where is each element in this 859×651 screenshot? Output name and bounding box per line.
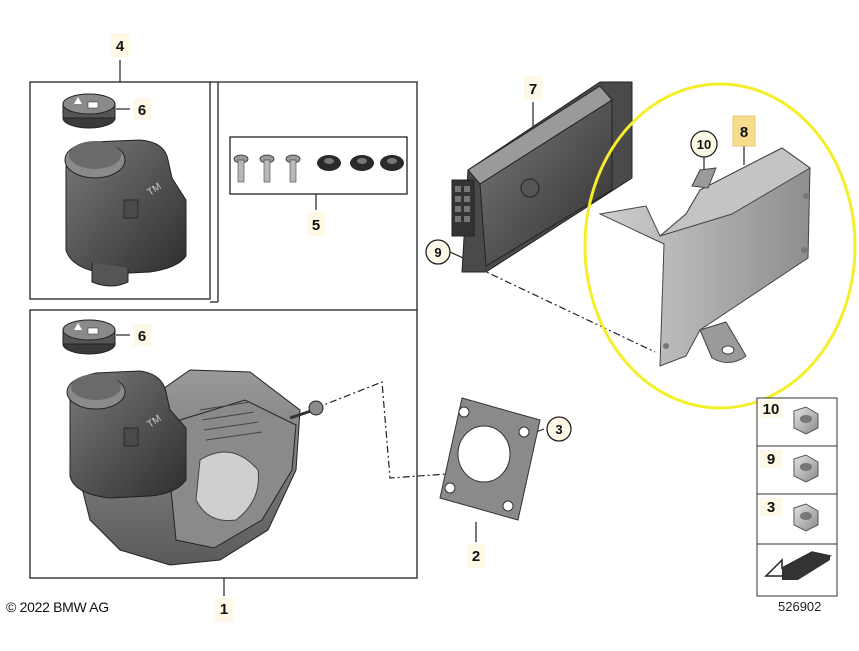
frame-group-1 xyxy=(210,81,418,310)
screws-illustration xyxy=(233,154,301,183)
part-tag-1[interactable]: 1 xyxy=(220,601,228,618)
cap-top-illustration xyxy=(62,93,116,129)
cap-bottom-illustration xyxy=(62,319,116,355)
reservoir-top-illustration: TM xyxy=(64,139,187,287)
bracket-illustration xyxy=(598,147,811,367)
legend-nut-icon-10 xyxy=(793,406,819,435)
tag-6a-bg xyxy=(133,98,151,120)
legend-tag-9-bg xyxy=(760,450,782,468)
part-tag-3[interactable]: 3 xyxy=(555,422,562,437)
part-tag-6-bottom[interactable]: 6 xyxy=(138,328,146,345)
legend-nut-icon-3 xyxy=(793,503,819,532)
tag-4-bg xyxy=(111,33,129,57)
legend-nut-icon-9 xyxy=(793,454,819,483)
control-unit-illustration xyxy=(451,81,633,273)
grommets-illustration xyxy=(317,155,404,171)
callout-circle-10 xyxy=(690,130,718,158)
tag-7-bg xyxy=(524,76,542,100)
legend-number-3[interactable]: 3 xyxy=(767,499,775,516)
gasket-illustration xyxy=(439,397,541,521)
copyright-text: © 2022 BMW AG xyxy=(6,599,109,615)
legend-number-10[interactable]: 10 xyxy=(763,401,780,418)
tag-8-bg xyxy=(732,115,756,147)
master-assembly-illustration: TM xyxy=(66,369,324,566)
part-tag-2[interactable]: 2 xyxy=(472,548,480,565)
callout-circle-3 xyxy=(546,416,572,442)
part-tag-6-top[interactable]: 6 xyxy=(138,102,146,119)
legend-tag-3-bg xyxy=(760,498,782,516)
part-tag-9[interactable]: 9 xyxy=(434,245,441,260)
tag-2-bg xyxy=(467,544,485,568)
diagram-code: 526902 xyxy=(778,599,822,614)
tag-1-bg xyxy=(215,598,233,622)
assembly-line-rod xyxy=(315,381,448,479)
part-tag-7[interactable]: 7 xyxy=(529,81,537,98)
arrow-down-left-icon xyxy=(764,551,833,580)
part-tag-8[interactable]: 8 xyxy=(740,124,748,141)
part-tag-4[interactable]: 4 xyxy=(116,38,125,55)
tag-6b-bg xyxy=(133,324,151,346)
highlight-ring xyxy=(583,82,857,410)
assembly-line-bracket xyxy=(477,267,656,353)
part-tag-5[interactable]: 5 xyxy=(312,217,320,234)
callout-circle-9 xyxy=(425,239,451,265)
legend-number-9[interactable]: 9 xyxy=(767,451,775,468)
part-tag-10[interactable]: 10 xyxy=(697,137,711,152)
legend-tag-10-bg xyxy=(760,400,782,418)
frame-small-parts xyxy=(229,136,408,195)
tag-5-bg xyxy=(307,212,325,236)
